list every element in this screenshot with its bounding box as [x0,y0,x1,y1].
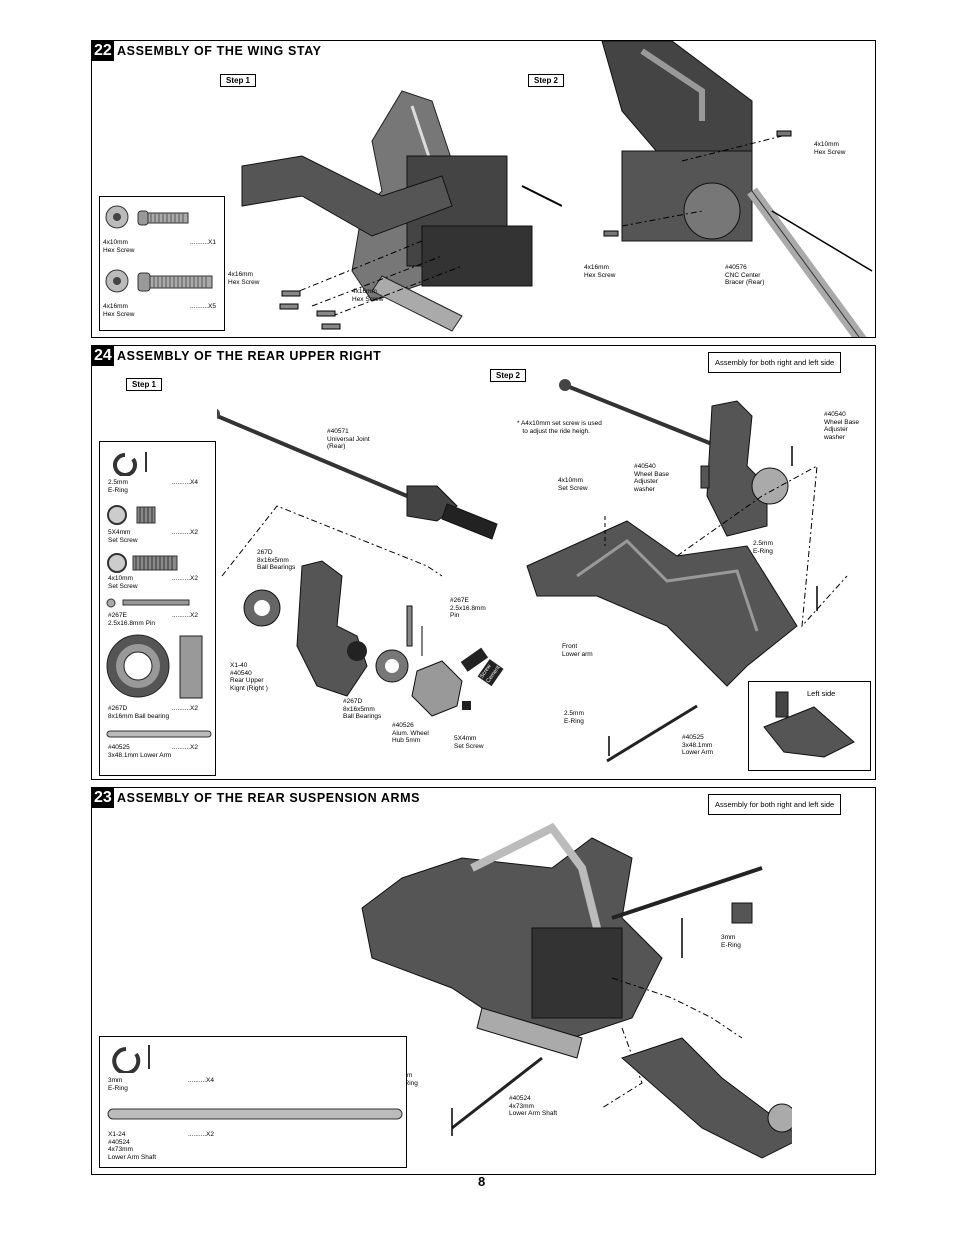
part-qty: ..........X2 [172,744,199,751]
part-qty: ..........X5 [190,303,217,310]
set-screw-label: 5X4mm Set Screw [454,735,484,750]
bracer-label: #40576 CNC Center Bracer (Rear) [725,264,765,286]
part-qty: ..........X1 [190,239,217,246]
washer-label: #40540 Wheel Base Adjuster washer [824,411,860,441]
step1-label: Step 1 [220,74,257,87]
universal-joint-label: #40571 Universal Joint (Rear) [327,428,370,450]
section-23-panel: 23 ASSEMBLY OF THE REAR SUSPENSION ARMS … [91,787,876,1175]
part-qty: ..........X2 [172,612,199,619]
both-sides-note: Assembly for both right and left side [708,794,842,815]
part-name: 2.5mm E-Ring [108,479,128,494]
set-screw-label: 4x10mm Set Screw [558,477,588,492]
parts-box: 4x10mm Hex Screw ..........X1 4x16mm Hex… [99,196,225,331]
lower-arm-shaft-icon [107,1108,403,1120]
upright-step2-illustration [526,379,848,763]
e-ring-icon [112,1045,150,1073]
hex-screw-label: 4x10mm Hex Screw [814,141,846,156]
section-22-panel: 22 ASSEMBLY OF THE WING STAY Step 1 Step… [91,40,876,338]
ride-height-note: * A4x10mm set screw is used to adjust th… [517,420,602,435]
set-screw-icon [107,505,156,525]
pin-icon [106,598,190,608]
pin-label: #267E 2.5x16.8mm Pin [450,597,486,619]
left-side-arm-illustration [763,691,855,758]
page-number: 8 [478,1174,486,1189]
part-name: 5X4mm Set Screw [108,529,138,544]
e-ring-icon [113,452,147,476]
e-ring-label: 2.5mm E-Ring [564,710,584,725]
hex-screw-long-icon [105,269,213,293]
part-name: 4x10mm Hex Screw [103,239,135,254]
section-title: ASSEMBLY OF THE REAR UPPER RIGHT [117,349,382,363]
e-ring-label: 2.5mm E-Ring [753,540,773,555]
step1-label: Step 1 [126,378,163,391]
section-title: ASSEMBLY OF THE WING STAY [117,44,322,58]
hex-screw-label: 4x16mm Hex Screw [228,271,260,286]
part-qty: ..........X2 [172,529,199,536]
ball-bearing-icon [106,634,203,699]
hex-screw-label: 4x16mm Hex Screw [352,288,384,303]
upright-step1-illustration [217,408,498,717]
parts-box: 2.5mm E-Ring ..........X4 5X4mm Set Scre… [99,441,216,776]
step2-label: Step 2 [528,74,565,87]
wheel-hub-label: #40526 Alum. Wheel Hub 5mm [392,722,429,744]
lower-arm-shaft-label: #40525 3x48.1mm Lower Arm [682,734,714,756]
part-name: X1-24 #40524 4x73mm Lower Arm Shaft [108,1131,157,1161]
part-name: #267E 2.5x16.8mm Pin [108,612,155,627]
section-title: ASSEMBLY OF THE REAR SUSPENSION ARMS [117,791,421,805]
set-screw-long-icon [107,553,178,573]
rear-suspension-illustration [361,822,792,1159]
left-side-label: Left side [807,689,836,698]
part-qty: ..........X2 [188,1131,215,1138]
part-name: 4x10mm Set Screw [108,575,138,590]
section-number: 23 [92,788,114,808]
e-ring-label: 3mm E-Ring [721,934,741,949]
left-side-inset: Left side [748,681,871,771]
parts-box: 3mm E-Ring ..........X4 X1-24 #40524 4x7… [99,1036,407,1168]
hex-screw-label: 4x16mm Hex Screw [584,264,616,279]
part-qty: ..........X2 [172,705,199,712]
hex-screw-short-icon [105,205,189,229]
part-name: #40525 3x48.1mm Lower Arm [108,744,172,759]
bearing-label: #267D 8x16x5mm Ball Bearings [343,698,382,720]
wing-stay-step1-illustration [241,90,562,332]
lower-arm-shaft-icon [106,730,212,738]
part-qty: ..........X4 [188,1077,215,1084]
part-name: #267D 8x16mm Ball bearing [108,705,170,720]
section-24-panel: 24 ASSEMBLY OF THE REAR UPPER RIGHT Step… [91,345,876,780]
upright-label: X1-40 #40540 Rear Upper Kignt (Right ) [230,662,268,692]
part-name: 4x16mm Hex Screw [103,303,135,318]
lower-arm-shaft-label: #40524 4x73mm Lower Arm Shaft [509,1095,558,1117]
washer-label: #40540 Wheel Base Adjuster washer [634,463,670,493]
step2-label: Step 2 [490,369,527,382]
part-qty: ..........X2 [172,575,199,582]
part-name: 3mm E-Ring [108,1077,128,1092]
section-number: 24 [92,346,114,366]
front-lower-arm-label: Front Lower arm [562,643,593,658]
bearing-label: 267D 8x16x5mm Ball Bearings [257,549,296,571]
both-sides-note: Assembly for both right and left side [708,352,842,373]
wing-stay-step2-illustration [601,41,873,337]
section-number: 22 [92,41,114,61]
part-qty: ..........X4 [172,479,199,486]
